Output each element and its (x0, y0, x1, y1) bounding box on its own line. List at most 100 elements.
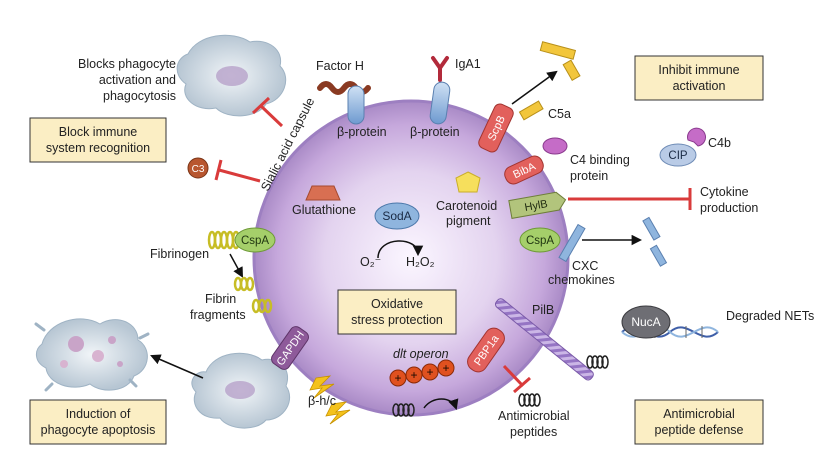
cspA-right-protein: CspA (519, 227, 561, 253)
nucA-label: NucA (631, 315, 660, 329)
positive-charge-row: + + + + (389, 359, 455, 387)
repel-arrow (423, 398, 459, 410)
fibrin-fragment-icon (251, 298, 273, 314)
box-text-line: peptide defense (655, 423, 744, 437)
beta-protein-label-2: β-protein (410, 125, 460, 139)
inhibit-c3-line (214, 159, 261, 183)
c5a-label: C5a (548, 107, 571, 121)
box-text-line: activation (673, 79, 726, 93)
beta-protein-left-icon (347, 85, 365, 125)
fibrinogen-label: Fibrinogen (150, 247, 209, 261)
box-apoptosis: Induction of phagocyte apoptosis (29, 399, 167, 445)
blocks-phagocyte-label: Blocks phagocyte activation and phagocyt… (78, 57, 176, 103)
fibrin-fragment-icon (233, 276, 255, 292)
chemokine-fragment-icon (649, 244, 668, 267)
plus-sign: + (410, 368, 417, 382)
c3-molecule: C3 (187, 157, 209, 179)
plus-sign: + (394, 371, 401, 385)
cxc-label-line: CXC (572, 259, 598, 273)
degraded-nets-label: Degraded NETs (726, 309, 814, 323)
phagocyte-cell-top-icon (176, 34, 287, 117)
box-text-line: stress protection (351, 313, 443, 327)
cspA-left-label: CspA (241, 235, 269, 247)
apoptosis-arrow (150, 354, 204, 379)
cytokine-label-line: Cytokine (700, 185, 749, 199)
phagocyte-cell-bottom-icon (191, 352, 291, 429)
box-text-line: Antimicrobial (663, 407, 735, 421)
sodA-enzyme: SodA (374, 202, 420, 230)
glutathione-icon (305, 185, 341, 201)
carotenoid-label-line: Carotenoid (436, 199, 497, 213)
lightning-icon (309, 375, 335, 399)
text-line: phagocytosis (103, 89, 176, 103)
plus-sign: + (426, 365, 433, 379)
c3-label: C3 (192, 164, 205, 175)
c4bp-label-line: protein (570, 169, 608, 183)
apoptotic-phagocyte-icon (34, 318, 150, 392)
glutathione-label: Glutathione (292, 203, 356, 217)
iga1-antibody-icon (431, 56, 449, 82)
text-line: Blocks phagocyte (78, 57, 176, 71)
positive-charge-icon: + (421, 363, 439, 381)
iga1-label: IgA1 (455, 57, 481, 71)
positive-charge-icon: + (437, 359, 455, 377)
text-line: activation and (99, 73, 176, 87)
beta-hc-label: β-h/c (308, 394, 336, 408)
peptide-coil-icon (586, 355, 609, 369)
c4bp-icon (542, 137, 568, 155)
box-text-line: phagocyte apoptosis (41, 423, 156, 437)
box-text-line: Induction of (66, 407, 131, 421)
c4b-icon (687, 127, 707, 147)
box-antimicrobial-defense: Antimicrobial peptide defense (634, 399, 764, 445)
scpB-protein: ScpB (478, 103, 514, 153)
box-oxidative: Oxidative stress protection (337, 289, 457, 335)
h2o2-label: H₂O₂ (406, 255, 435, 269)
box-text-line: Inhibit immune (658, 63, 739, 77)
sodA-reaction-arrow (377, 240, 424, 259)
bibA-protein: BibA (504, 155, 544, 185)
cip-protein: CIP (659, 143, 697, 167)
c5a-cleavage-arrow (511, 70, 558, 105)
fibrin-fragments-label-line: fragments (190, 308, 246, 322)
fibrin-fragments-label-line: Fibrin (205, 292, 236, 306)
beta-protein-label-1: β-protein (337, 125, 387, 139)
nucA-enzyme: NucA (621, 305, 671, 339)
c5a-fragment-icon (518, 100, 544, 121)
positive-charge-icon: + (405, 366, 423, 384)
box-inhibit-activation: Inhibit immune activation (634, 55, 764, 101)
cxc-label-line: chemokines (548, 273, 615, 287)
factor-h-label: Factor H (316, 59, 364, 73)
cspA-left-protein: CspA (234, 227, 276, 253)
box-text-line: Oxidative (371, 297, 423, 311)
superoxide-label: O₂⁻ (360, 255, 381, 269)
cxc-chemokine-icon (558, 223, 586, 263)
sodA-label: SodA (382, 209, 411, 223)
peptide-coil-icon (392, 403, 415, 417)
pilb-label: PilB (532, 303, 554, 317)
box-text-line: system recognition (46, 141, 150, 155)
c5a-fragment-icon (562, 59, 581, 81)
inhibit-phagocyte-line (251, 96, 284, 128)
cytokine-label-line: production (700, 201, 758, 215)
inhibit-cytokine-line (568, 188, 692, 210)
lightning-icon (325, 401, 351, 425)
carotenoid-icon (455, 171, 481, 193)
beta-protein-right-icon (429, 81, 451, 125)
pilb-pilus-icon (494, 298, 594, 381)
box-block-recognition: Block immune system recognition (29, 117, 167, 163)
peptide-coil-icon (518, 393, 541, 407)
cip-label: CIP (668, 150, 688, 162)
inhibit-peptides-line (502, 364, 531, 394)
c5a-fragment-icon (539, 41, 577, 60)
antimicrobial-peptides-label-line: peptides (510, 425, 557, 439)
box-text-line: Block immune (59, 125, 138, 139)
hylB-label: HylB (524, 198, 549, 214)
dlt-operon-label: dlt operon (393, 347, 449, 361)
carotenoid-label-line: pigment (446, 214, 491, 228)
plus-sign: + (442, 361, 449, 375)
chemokine-fragment-icon (642, 216, 661, 241)
antimicrobial-peptides-label-line: Antimicrobial (498, 409, 570, 423)
hylB-protein: HylB (508, 191, 567, 219)
